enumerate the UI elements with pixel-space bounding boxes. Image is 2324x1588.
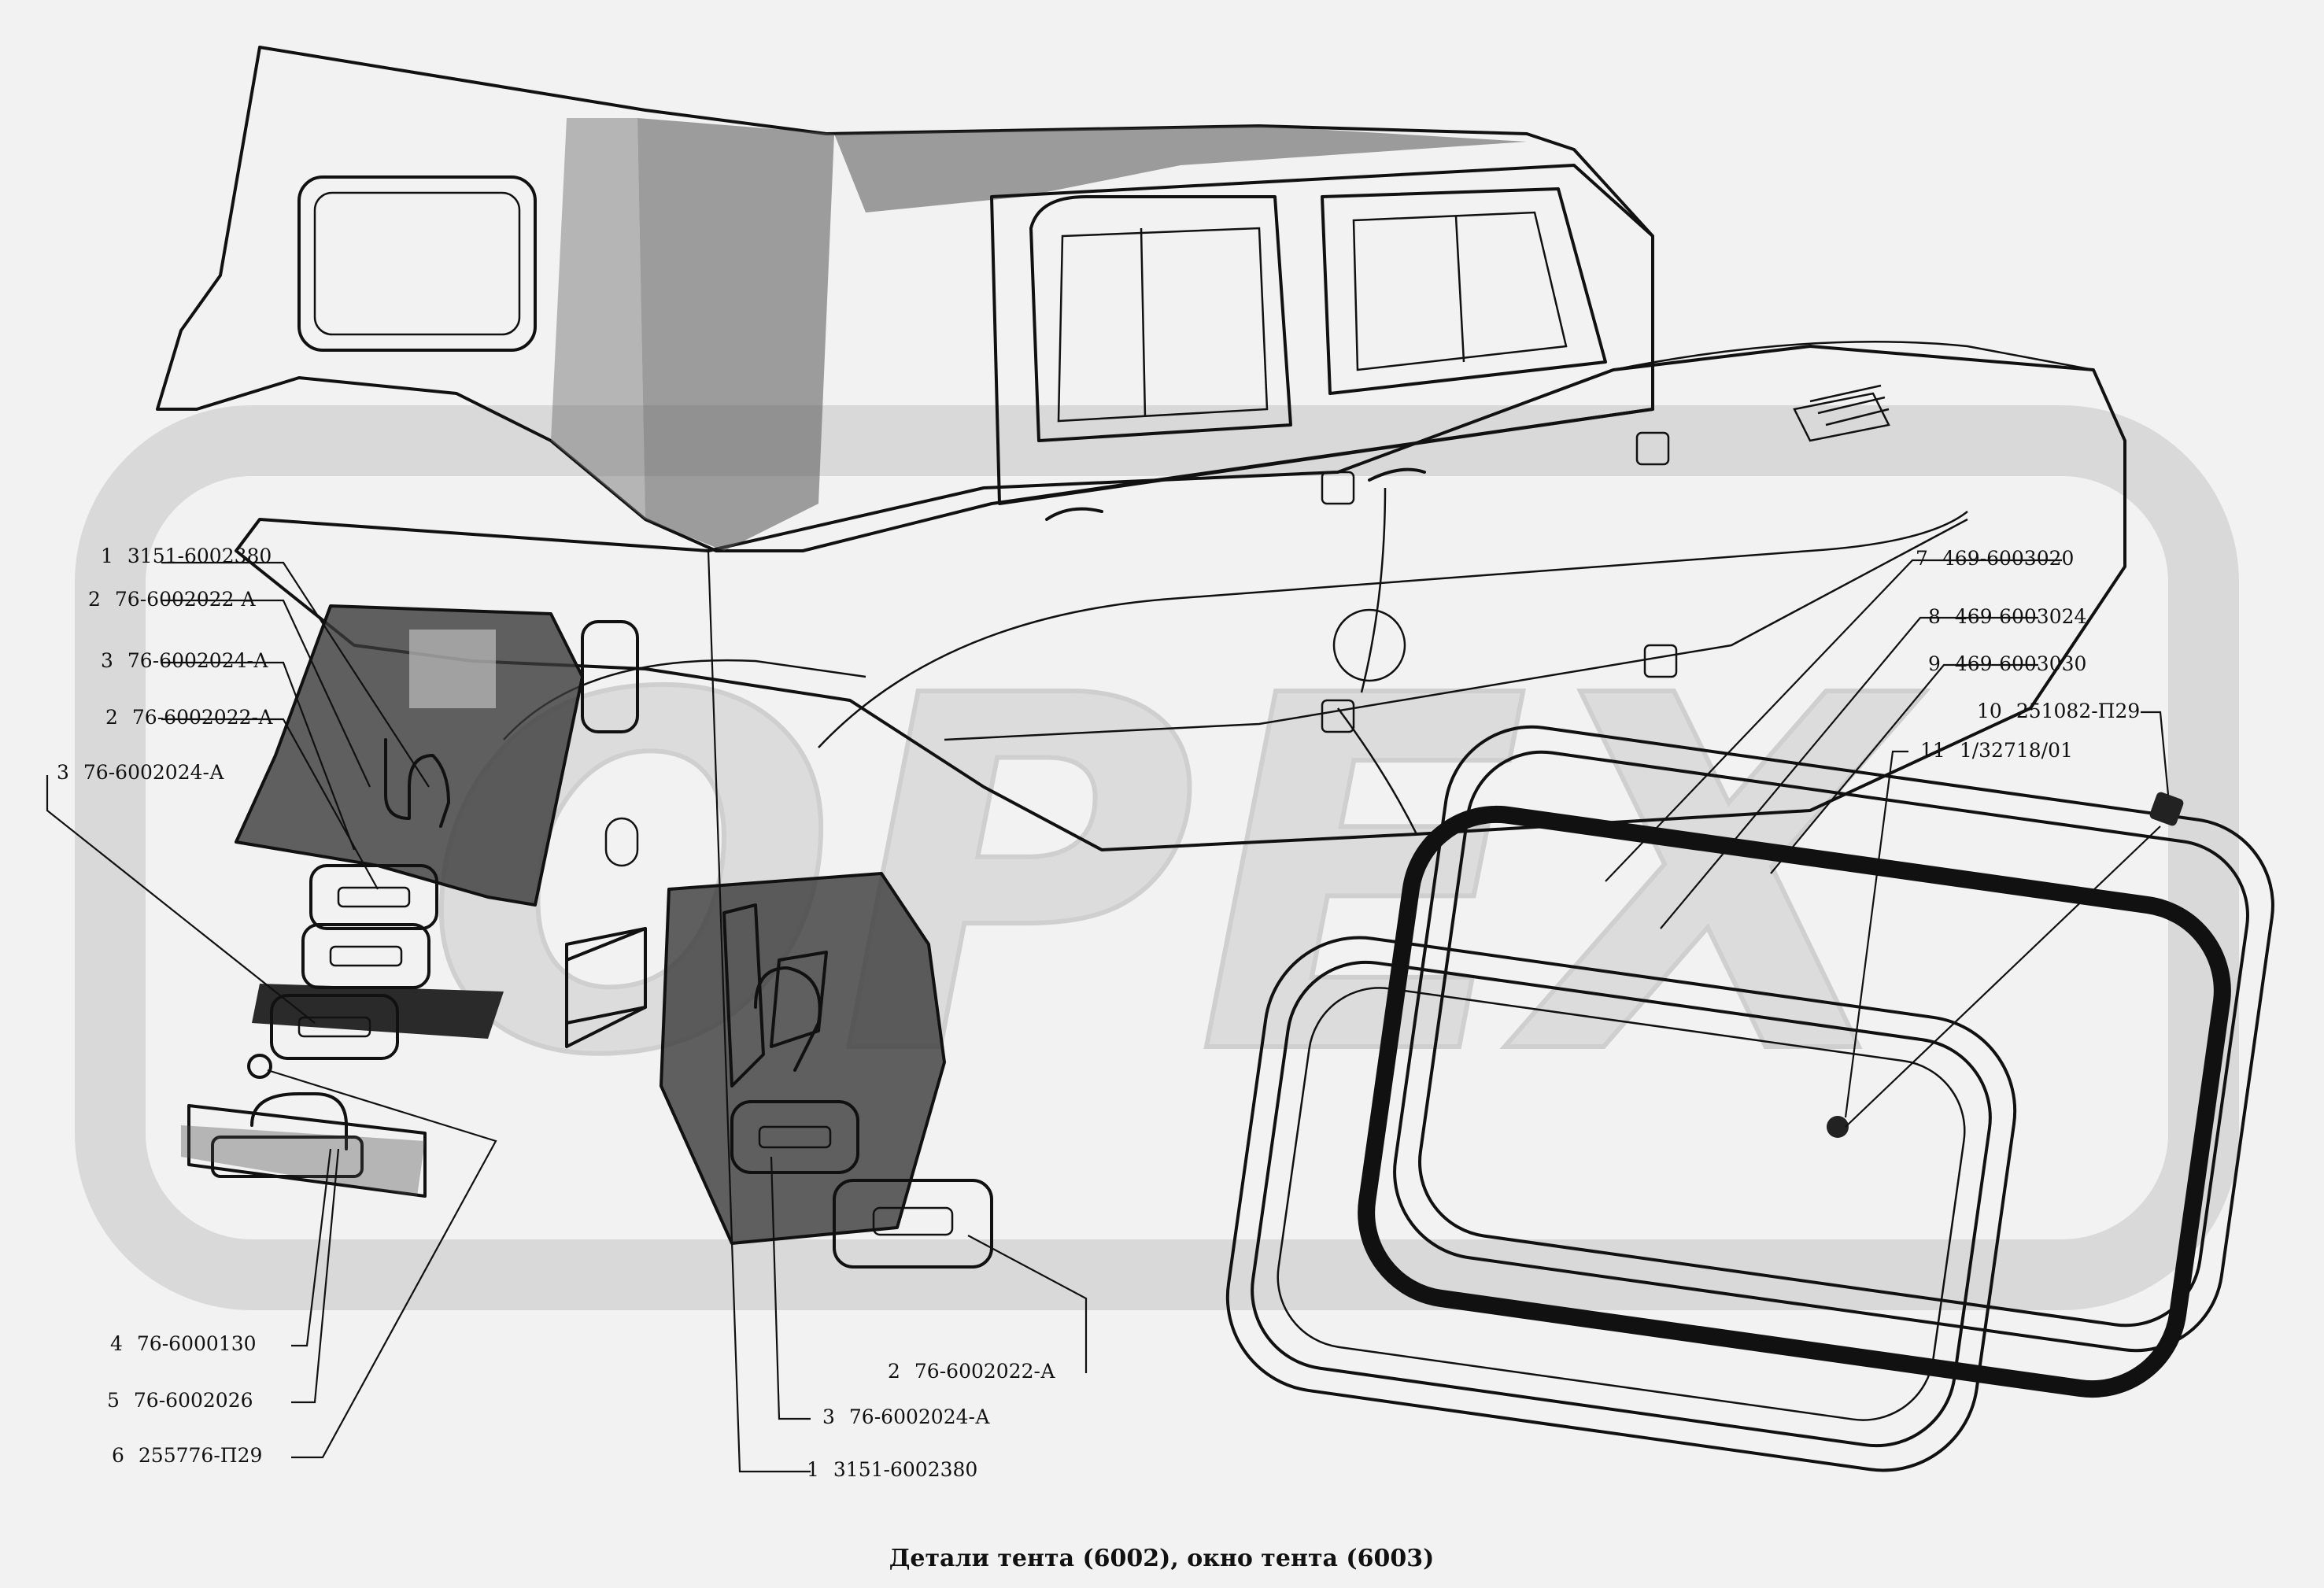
- leader-lines: [46, 550, 2170, 1473]
- center-fastener-assembly: [565, 872, 993, 1269]
- vehicle-illustration: [156, 46, 2126, 1025]
- watermark-text: ОРЕХ: [423, 595, 1926, 1162]
- diagram-caption: Детали тента (6002), окно тента (6003): [889, 1545, 1435, 1572]
- window-frames-assembly: [1225, 725, 2274, 1472]
